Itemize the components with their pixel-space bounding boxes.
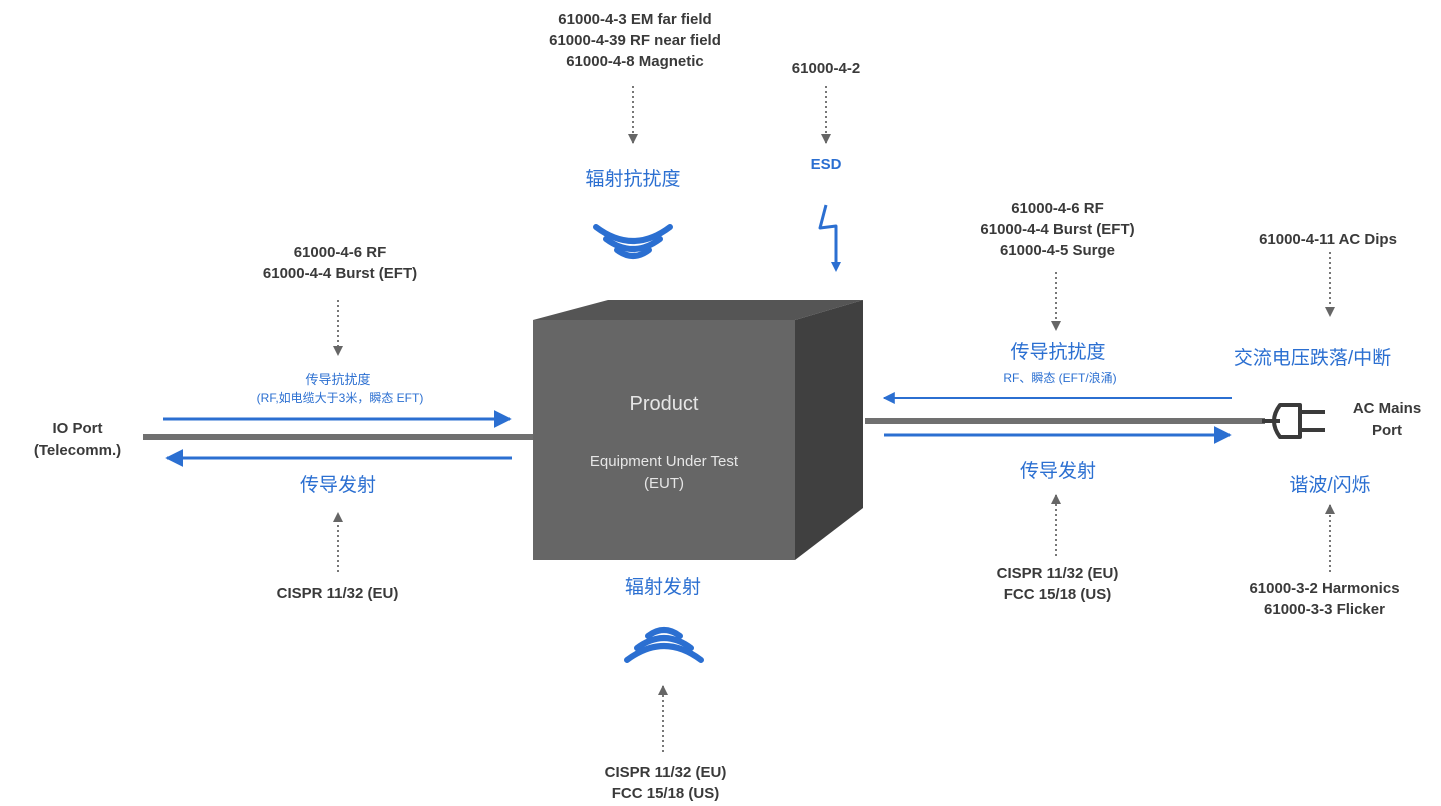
left-conducted-emission-label: 传导发射	[299, 475, 376, 496]
io-port-label: IO Port (Telecomm.)	[33, 420, 122, 459]
radiated-immunity-standards: 61000-4-3 EM far field 61000-4-39 RF nea…	[549, 11, 721, 70]
eut-box-front	[533, 320, 795, 560]
radiated-immunity-label: 辐射抗扰度	[585, 169, 681, 190]
eut-subtitle: Equipment Under Test (EUT)	[589, 453, 739, 492]
esd-label: ESD	[810, 156, 842, 173]
radiated-emission-waves-icon	[624, 627, 704, 663]
cables	[143, 418, 1265, 440]
harmonics-flicker-label: 谐波/闪烁	[1289, 475, 1371, 496]
radiated-immunity-waves-icon	[593, 224, 673, 259]
right-emission-standards: CISPR 11/32 (EU) FCC 15/18 (US)	[996, 565, 1119, 603]
left-conducted-immunity-label: 传导抗扰度	[305, 372, 371, 387]
left-conducted-immunity-note: (RF,如电缆大于3米，瞬态 EFT)	[256, 391, 424, 405]
ac-mains-port-label: AC Mains Port	[1352, 400, 1422, 439]
ac-dips-standard: 61000-4-11 AC Dips	[1259, 231, 1397, 248]
left-immunity-standards: 61000-4-6 RF 61000-4-4 Burst (EFT)	[262, 244, 418, 282]
esd-standard: 61000-4-2	[791, 60, 861, 77]
ac-dips-label: 交流电压跌落/中断	[1233, 348, 1392, 369]
ac-plug-icon	[1262, 403, 1325, 439]
right-conducted-immunity-note: RF、瞬态 (EFT/浪涌)	[1003, 371, 1117, 385]
right-conducted-immunity-label: 传导抗扰度	[1010, 342, 1106, 363]
left-emission-standard: CISPR 11/32 (EU)	[276, 585, 399, 602]
dotted-arrows	[333, 86, 1335, 752]
eut-box-side	[795, 300, 863, 560]
right-conducted-emission-label: 传导发射	[1019, 461, 1096, 482]
signal-arrows	[163, 392, 1232, 467]
harmonics-standards: 61000-3-2 Harmonics 61000-3-3 Flicker	[1249, 580, 1400, 618]
eut-box	[533, 300, 863, 560]
radiated-emission-standards: CISPR 11/32 (EU) FCC 15/18 (US)	[604, 764, 727, 802]
lightning-icon	[818, 204, 841, 272]
eut-title: Product	[629, 393, 699, 415]
eut-box-top	[533, 300, 863, 320]
radiated-emission-label: 辐射发射	[624, 577, 701, 598]
right-immunity-standards: 61000-4-6 RF 61000-4-4 Burst (EFT) 61000…	[980, 200, 1135, 259]
